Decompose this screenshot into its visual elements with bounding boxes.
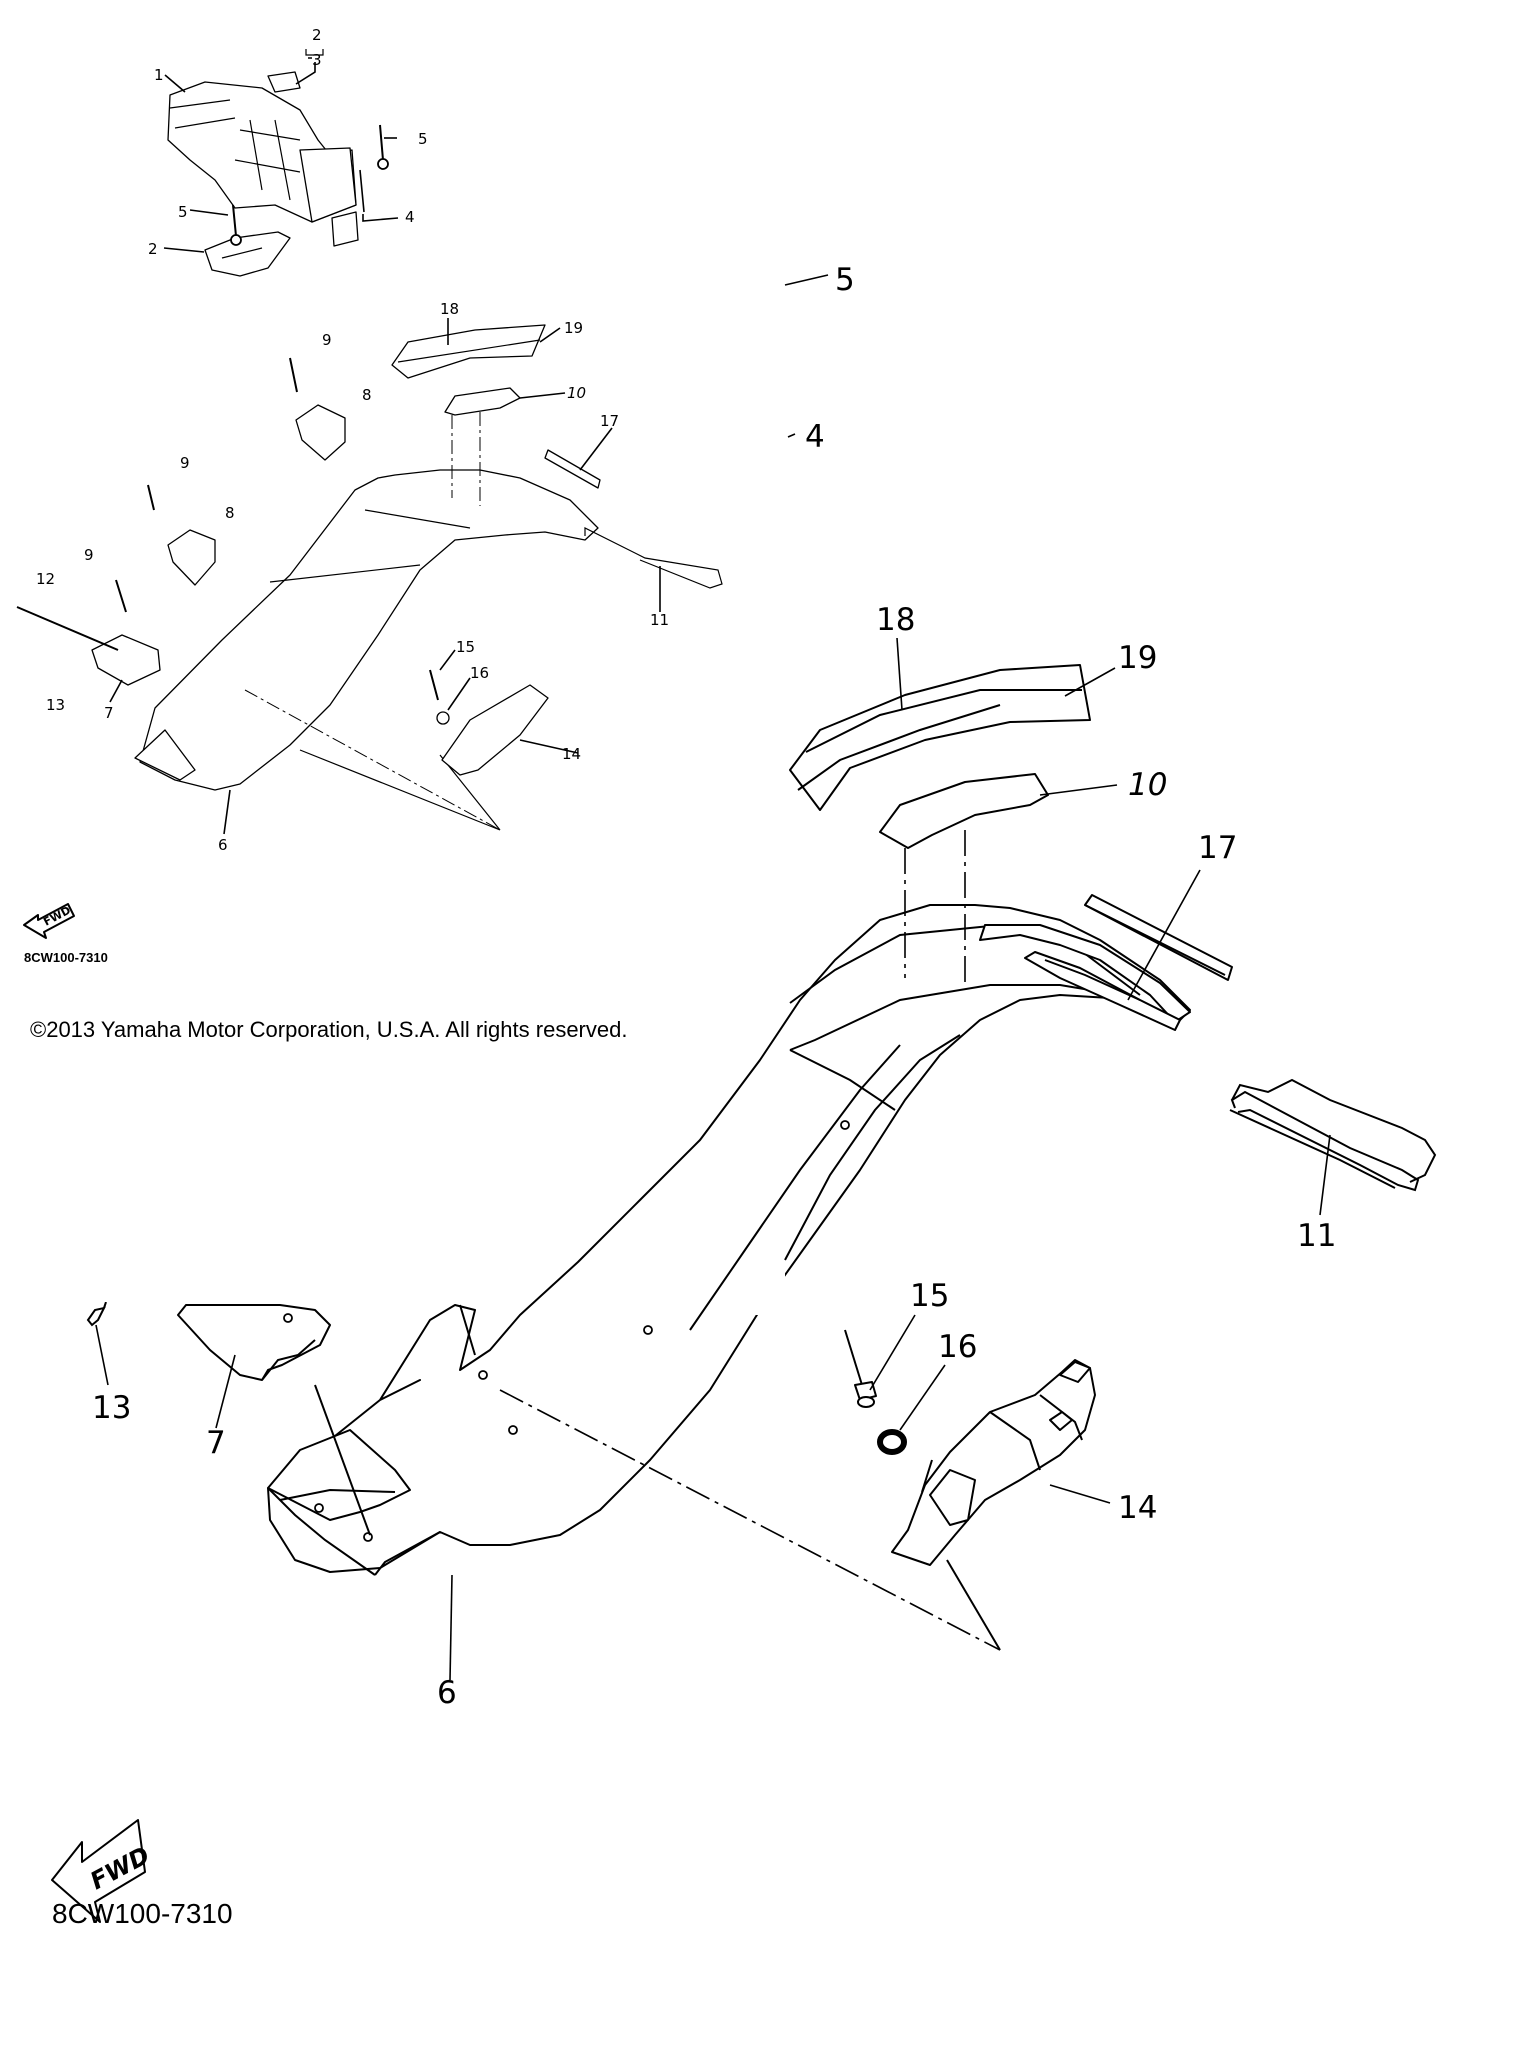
callout-large-17: 17 bbox=[1198, 830, 1237, 866]
pad-10 bbox=[879, 773, 1049, 985]
callout-large-4: 4 bbox=[805, 419, 825, 455]
callout-small-15: 15 bbox=[456, 638, 475, 656]
callout-small-16: 16 bbox=[470, 664, 489, 682]
callout-small-14: 14 bbox=[562, 745, 581, 763]
clamp-7 bbox=[170, 1290, 340, 1381]
callout-small-13: 13 bbox=[46, 696, 65, 714]
hole bbox=[508, 1425, 518, 1435]
callout-small-8b: 8 bbox=[225, 504, 235, 522]
callout-large-10: 10 bbox=[1128, 767, 1167, 803]
callout-large-14: 14 bbox=[1118, 1490, 1157, 1526]
callout-small-9b: 9 bbox=[180, 454, 190, 472]
hole bbox=[643, 1325, 653, 1335]
callout-small-9c: 9 bbox=[84, 546, 94, 564]
callout-small-4: 4 bbox=[405, 208, 415, 226]
callout-small-5b: 5 bbox=[178, 203, 188, 221]
inset-fender-assembly bbox=[16, 318, 723, 835]
diagram-code-large: 8CW100-7310 bbox=[52, 1898, 233, 1929]
washer-16 bbox=[877, 1429, 907, 1455]
main-fender-assembly bbox=[267, 904, 1191, 1651]
callout-large-11: 11 bbox=[1297, 1218, 1336, 1254]
pin-13 bbox=[80, 1290, 120, 1327]
callout-large-18: 18 bbox=[876, 602, 915, 638]
callout-large-16: 16 bbox=[938, 1329, 977, 1365]
callout-small-5a: 5 bbox=[418, 130, 428, 148]
diagram-code-small: 8CW100-7310 bbox=[24, 950, 108, 965]
callout-small-2: 2 bbox=[148, 240, 158, 258]
fwd-arrow-small: FWD bbox=[23, 903, 75, 939]
small-callouts: 1 2 3 5 5 2 4 9 8 9 8 9 12 13 7 6 18 19 … bbox=[36, 26, 669, 854]
handle-11 bbox=[1229, 1078, 1437, 1192]
rail-17 bbox=[1084, 894, 1233, 981]
hole bbox=[840, 1120, 850, 1130]
callout-large-19: 19 bbox=[1118, 640, 1157, 676]
callout-small-10: 10 bbox=[567, 384, 586, 402]
callout-small-8a: 8 bbox=[362, 386, 372, 404]
callout-large-13: 13 bbox=[92, 1390, 131, 1426]
callout-small-18: 18 bbox=[440, 300, 459, 318]
inset-screw-5b bbox=[230, 204, 242, 246]
large-callouts: 5 4 18 19 10 17 11 15 16 14 13 7 6 bbox=[92, 262, 1336, 1711]
copyright-notice: ©2013 Yamaha Motor Corporation, U.S.A. A… bbox=[30, 1017, 628, 1042]
callout-small-9a: 9 bbox=[322, 331, 332, 349]
hole bbox=[363, 1532, 373, 1542]
decal-18-19 bbox=[789, 664, 1091, 811]
callout-small-17: 17 bbox=[600, 412, 619, 430]
hole bbox=[314, 1503, 324, 1513]
callout-large-6: 6 bbox=[437, 1675, 457, 1711]
callout-small-11: 11 bbox=[650, 611, 669, 629]
hole bbox=[478, 1370, 488, 1380]
callout-small-7: 7 bbox=[104, 704, 114, 722]
large-leader-lines bbox=[95, 274, 1331, 1681]
callout-large-15: 15 bbox=[910, 1278, 949, 1314]
callout-large-5: 5 bbox=[835, 262, 855, 298]
callout-small-19: 19 bbox=[564, 319, 583, 337]
callout-small-1: 1 bbox=[154, 66, 164, 84]
callout-large-7: 7 bbox=[206, 1425, 226, 1461]
callout-small-12: 12 bbox=[36, 570, 55, 588]
clamp-14 bbox=[891, 1359, 1096, 1566]
callout-small-6: 6 bbox=[218, 836, 228, 854]
bolt-15 bbox=[844, 1329, 877, 1408]
inset-screw-5a bbox=[377, 124, 389, 170]
callout-bracket-top: 2 bbox=[312, 26, 322, 44]
callout-bracket-bottom: 3 bbox=[312, 51, 322, 69]
inset-battery-assembly bbox=[163, 57, 399, 277]
